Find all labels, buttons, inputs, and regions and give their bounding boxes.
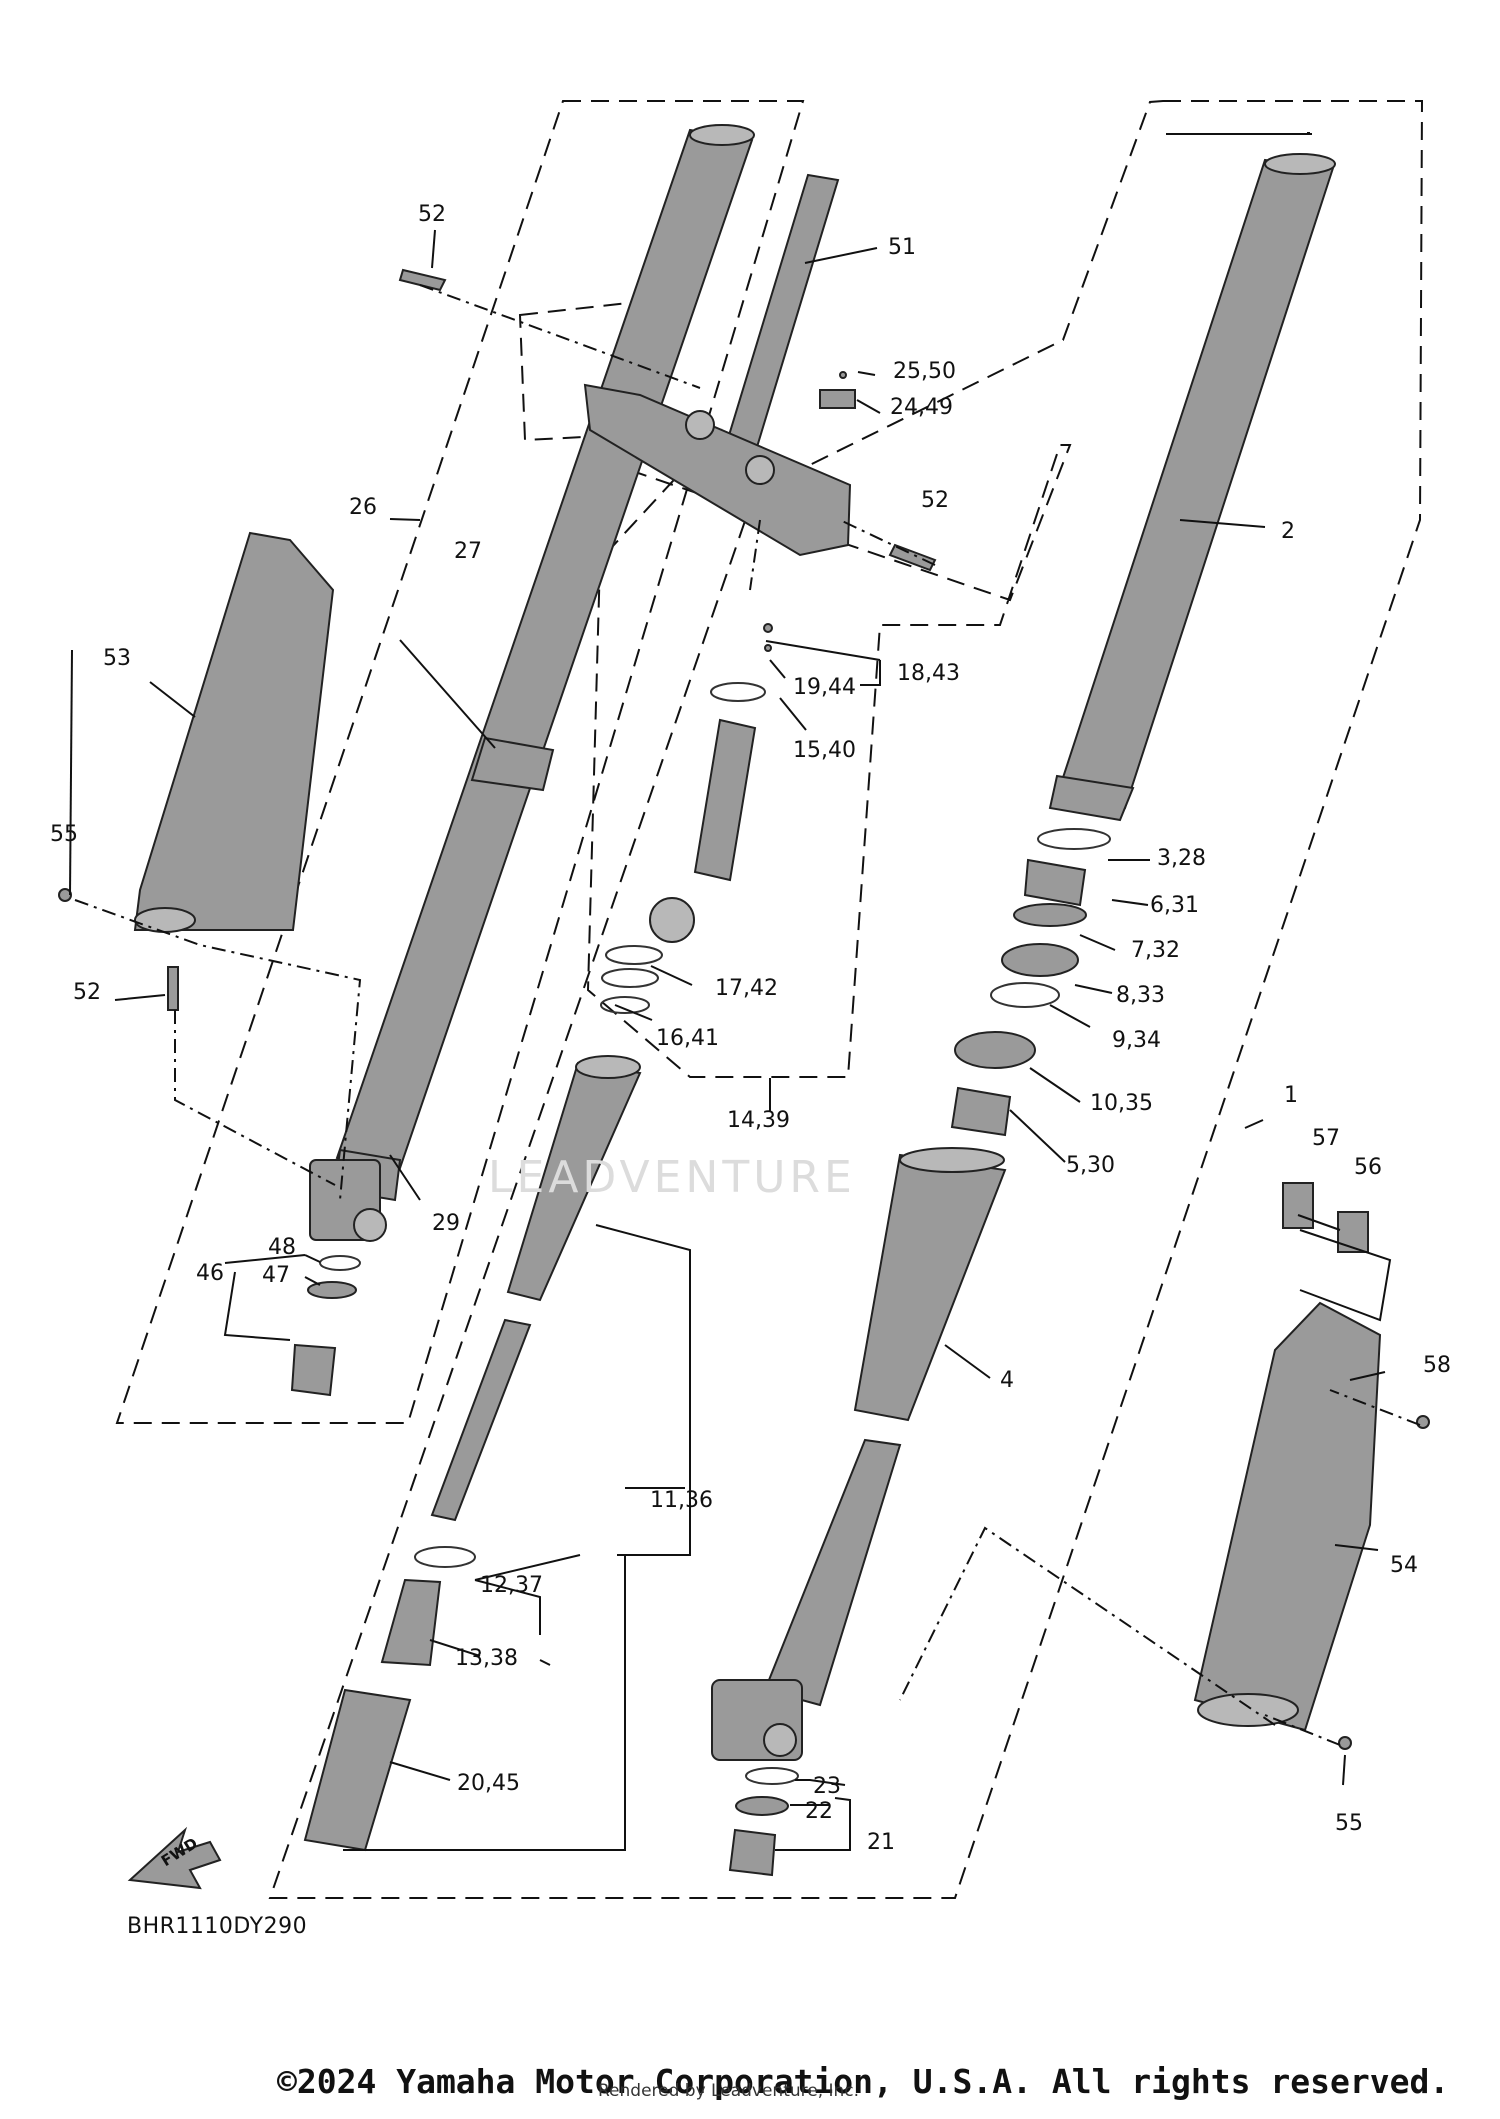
label-part-26: 26 <box>349 495 377 520</box>
clamp-part-56 <box>1337 1211 1369 1253</box>
clip-part-9-34 <box>990 982 1060 1008</box>
label-part-20-45: 20,45 <box>457 1771 520 1796</box>
screw-part-55-right <box>1338 1736 1352 1750</box>
label-part-9-34: 9,34 <box>1112 1028 1161 1053</box>
bolt-part-52-left <box>167 966 179 1011</box>
label-part-48: 48 <box>268 1235 296 1260</box>
leader-lines <box>69 132 1392 1851</box>
fork-guard-part-54 <box>1193 1301 1382 1732</box>
label-part-54: 54 <box>1390 1553 1418 1578</box>
rendered-by-notice: Rendered by Leadventure, Inc. <box>598 2081 860 2101</box>
seal-part-10-35 <box>954 1031 1036 1069</box>
label-part-51: 51 <box>888 235 916 260</box>
label-part-27: 27 <box>454 539 482 564</box>
label-part-55-left: 55 <box>50 822 78 847</box>
ring-part-23 <box>745 1767 799 1785</box>
label-part-22: 22 <box>805 1799 833 1824</box>
label-part-24-49: 24,49 <box>890 395 953 420</box>
label-part-11-36: 11,36 <box>650 1488 713 1513</box>
label-part-58: 58 <box>1423 1353 1451 1378</box>
label-part-19-44: 19,44 <box>793 675 856 700</box>
diagram-code: BHR1110DY290 <box>127 1914 308 1939</box>
ring-part-3-28 <box>1037 828 1111 850</box>
clamp-part-57 <box>1282 1182 1314 1229</box>
spring-part-20-45 <box>303 1688 412 1852</box>
ring-part-48 <box>319 1255 361 1271</box>
label-part-2: 2 <box>1281 519 1295 544</box>
label-part-16-41: 16,41 <box>656 1026 719 1051</box>
label-part-52-top: 52 <box>418 202 446 227</box>
label-part-53: 53 <box>103 646 131 671</box>
washer-part-7-32 <box>1013 903 1087 927</box>
bushing-part-5-30 <box>950 1086 1012 1137</box>
bushing-part-6-31 <box>1023 858 1087 907</box>
outer-tube-part-2 <box>1048 153 1336 822</box>
label-part-55-right: 55 <box>1335 1811 1363 1836</box>
fwd-arrow-icon <box>127 1826 222 1890</box>
guide-lines <box>74 284 1421 1746</box>
lower-bracket-clamp <box>583 383 852 557</box>
label-part-57: 57 <box>1312 1126 1340 1151</box>
label-part-17-42: 17,42 <box>715 976 778 1001</box>
label-part-56: 56 <box>1354 1155 1382 1180</box>
label-part-5-30: 5,30 <box>1066 1153 1115 1178</box>
bushing-part-13-38 <box>380 1578 442 1667</box>
label-part-3-28: 3,28 <box>1157 846 1206 871</box>
label-part-52-left: 52 <box>73 980 101 1005</box>
label-part-21: 21 <box>867 1830 895 1855</box>
label-part-10-35: 10,35 <box>1090 1091 1153 1116</box>
label-part-15-40: 15,40 <box>793 738 856 763</box>
washer-part-47 <box>307 1281 357 1299</box>
lower-leg-assembly <box>711 1438 902 1761</box>
label-part-13-38: 13,38 <box>455 1646 518 1671</box>
label-part-46: 46 <box>196 1261 224 1286</box>
label-part-4: 4 <box>1000 1368 1014 1393</box>
label-part-23: 23 <box>813 1774 841 1799</box>
label-part-12-37: 12,37 <box>480 1573 543 1598</box>
bolt-part-46 <box>290 1343 337 1397</box>
label-part-52-right: 52 <box>921 488 949 513</box>
copyright-notice: ©2024 Yamaha Motor Corporation, U.S.A. A… <box>277 2062 1450 2101</box>
inner-tube-part-11-36 <box>430 1055 642 1522</box>
screw-part-58 <box>1416 1415 1430 1429</box>
cartridge-part-15-40-17 <box>600 623 773 1014</box>
label-part-8-33: 8,33 <box>1116 983 1165 1008</box>
washer-part-22 <box>735 1796 789 1816</box>
label-part-18-43: 18,43 <box>897 661 960 686</box>
label-part-47: 47 <box>262 1263 290 1288</box>
ring-part-12-37 <box>414 1546 476 1568</box>
label-part-1: 1 <box>1284 1083 1298 1108</box>
label-part-29: 29 <box>432 1211 460 1236</box>
label-part-7-32: 7,32 <box>1131 938 1180 963</box>
bolt-part-52-top <box>398 268 447 292</box>
seal-part-8-33 <box>1001 943 1079 977</box>
watermark-text: LEADVENTURE <box>488 1152 856 1203</box>
bolt-part-24-49 <box>819 389 856 409</box>
axle-bracket-part-29 <box>309 1159 387 1242</box>
label-part-6-31: 6,31 <box>1150 893 1199 918</box>
part-25-50 <box>839 371 847 379</box>
label-part-14-39: 14,39 <box>727 1108 790 1133</box>
assembly-box-1 <box>268 100 1424 1899</box>
steering-stem-part-51 <box>718 173 840 472</box>
bolt-part-52-right <box>888 543 937 572</box>
label-part-25-50: 25,50 <box>893 359 956 384</box>
bolt-part-21 <box>728 1828 777 1877</box>
inner-tube-part-4 <box>853 1147 1007 1422</box>
